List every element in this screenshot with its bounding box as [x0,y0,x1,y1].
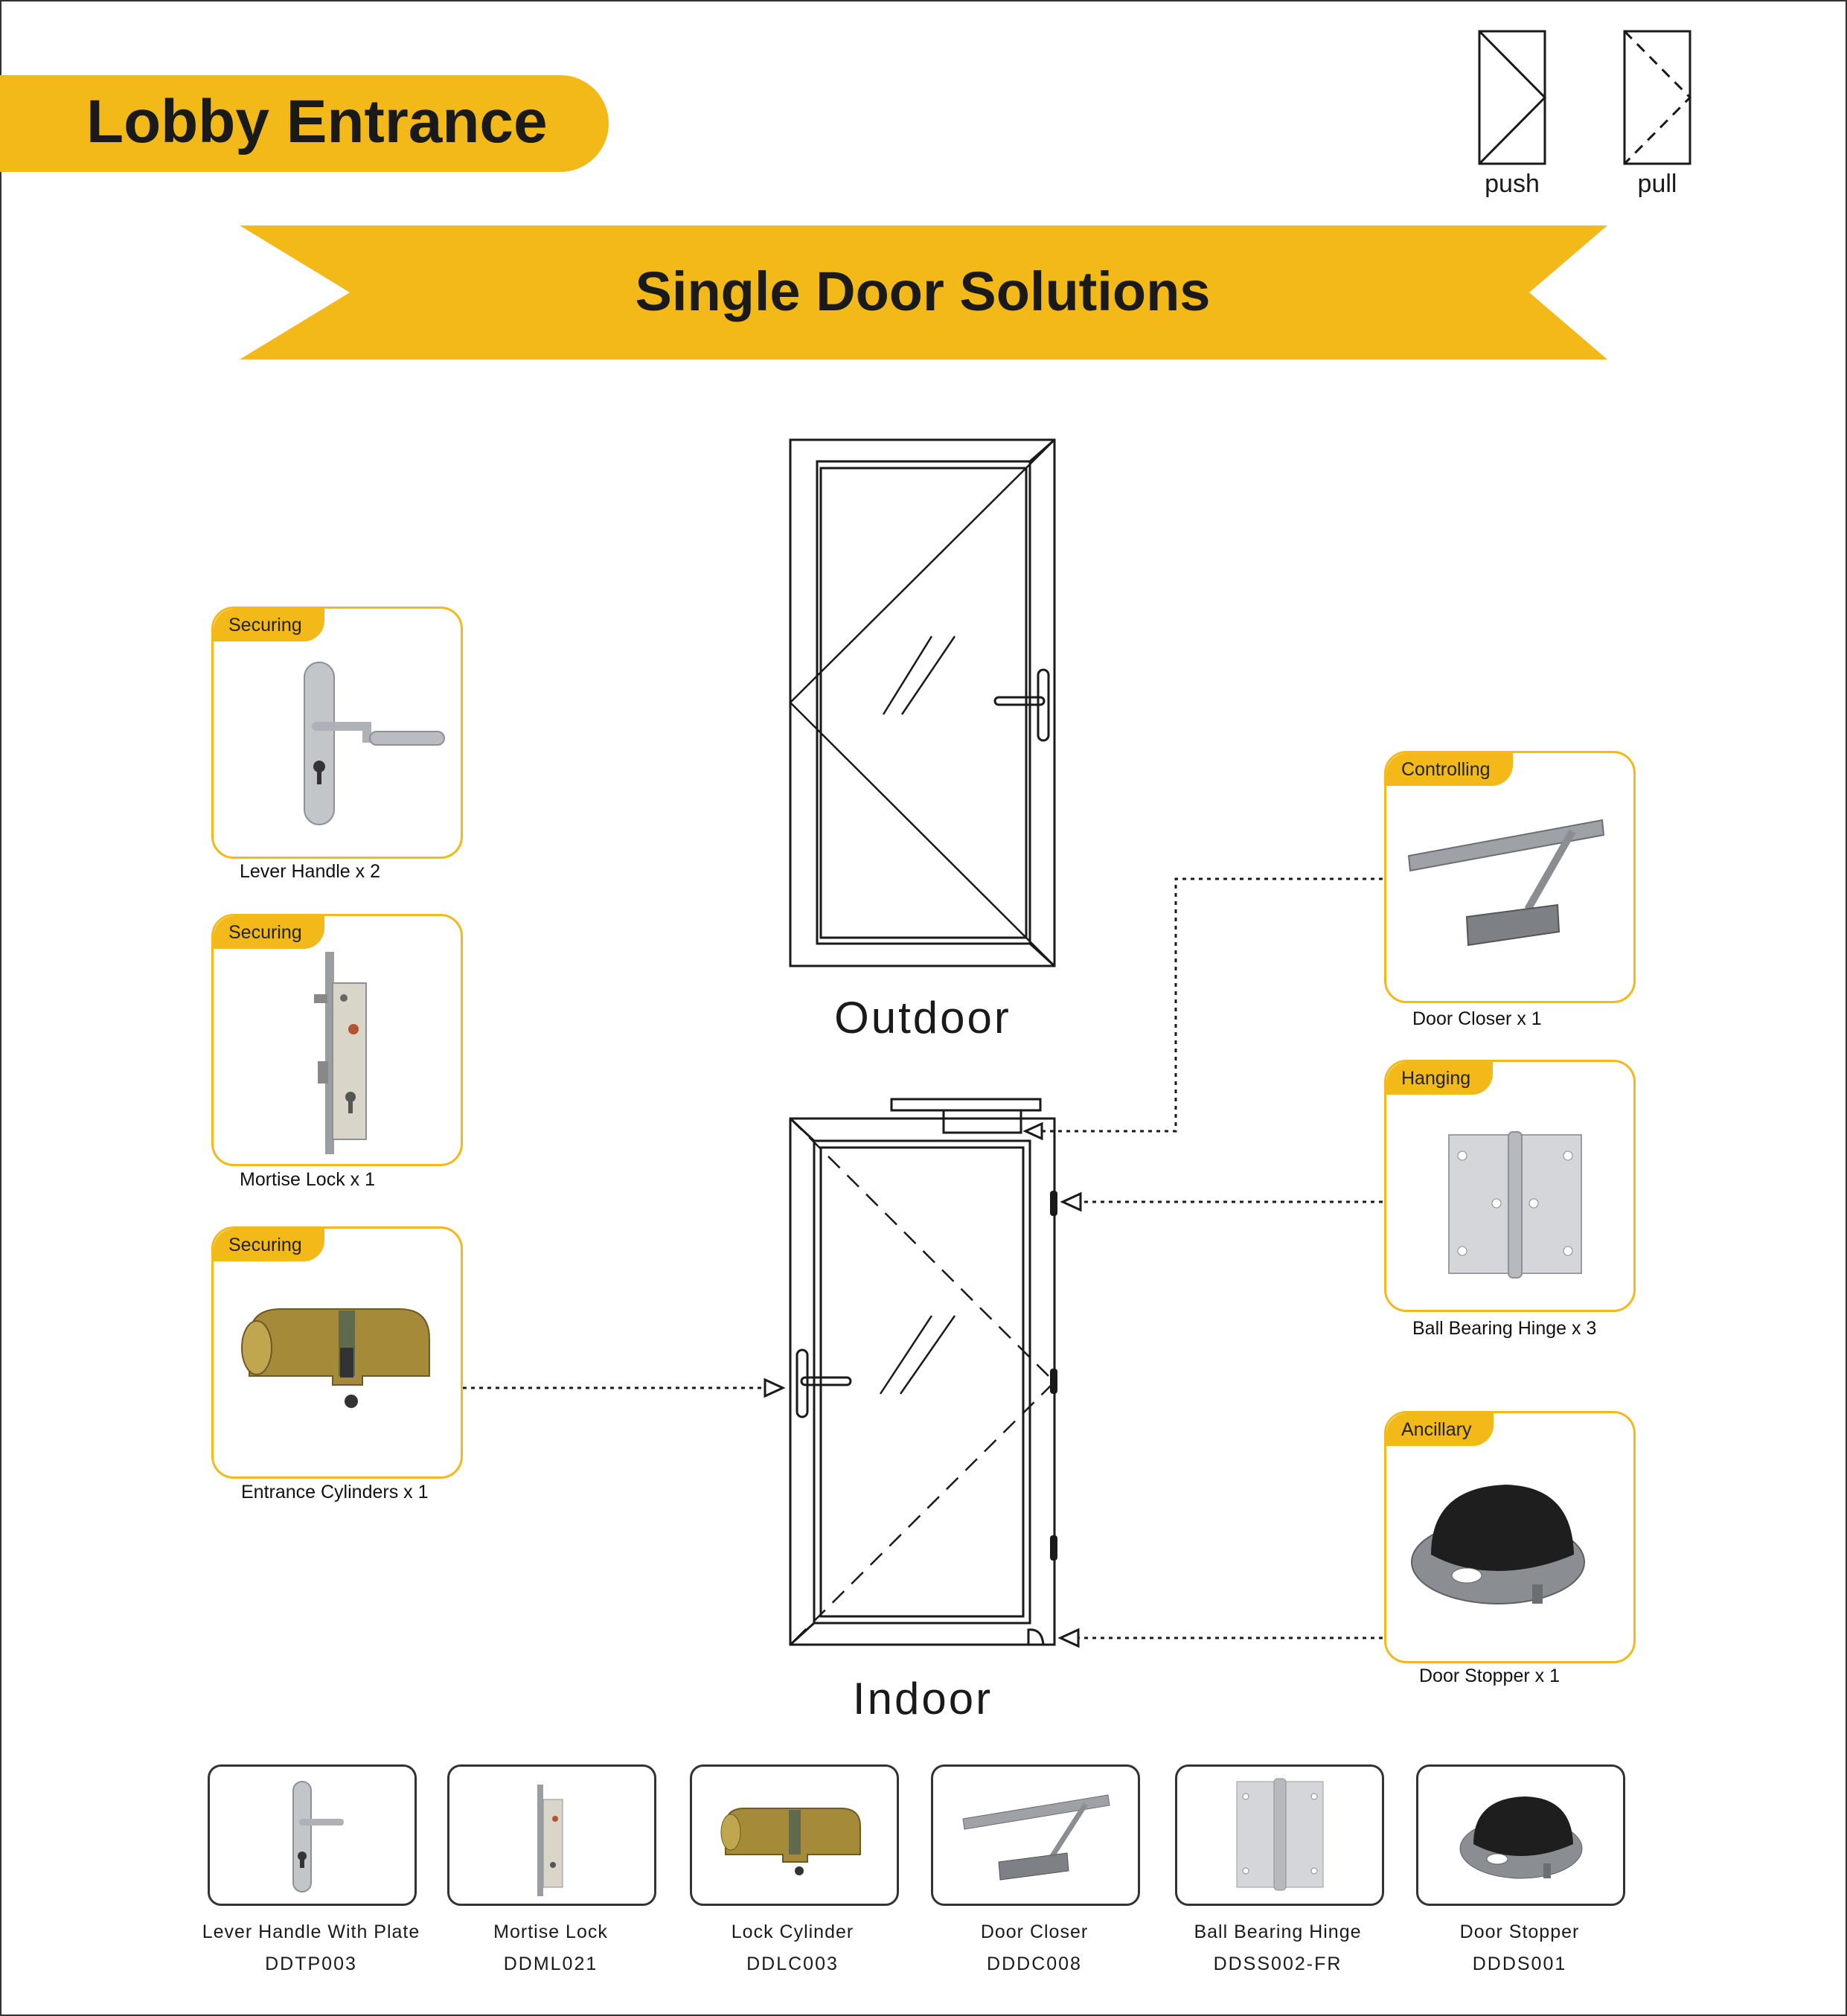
product-card[interactable] [1416,1764,1625,1906]
product-card[interactable] [690,1764,899,1906]
product-name: Lock Cylinder [731,1921,854,1942]
product-name: Mortise Lock [493,1921,608,1942]
push-legend-icon [1478,30,1547,165]
product-name: Ball Bearing Hinge [1194,1921,1362,1942]
pull-label: pull [1637,170,1677,198]
door-closer-icon [1407,819,1605,947]
card-caption: Mortise Lock x 1 [240,1169,376,1190]
card-door-closer[interactable]: Controlling [1384,751,1636,1003]
outdoor-door [789,438,1056,967]
outdoor-label: Outdoor [834,993,1011,1043]
card-caption: Lever Handle x 2 [240,861,381,882]
push-label: push [1485,170,1540,198]
banner-title: Single Door Solutions [635,260,1211,322]
card-door-stopper[interactable]: Ancillary [1384,1411,1636,1663]
card-lever-handle[interactable]: Securing [211,607,463,859]
card-hinge[interactable]: Hanging [1384,1060,1636,1312]
connector-lines [463,877,1383,1639]
product-name: Lever Handle With Plate [202,1921,420,1942]
door-stopper-icon [1459,1796,1583,1879]
hinge-icon [1236,1778,1324,1891]
indoor-label: Indoor [852,1674,993,1724]
product-card[interactable] [931,1764,1140,1906]
title-pill [0,75,609,172]
product-name: Door Closer [980,1921,1089,1942]
card-caption: Door Closer x 1 [1412,1008,1542,1029]
card-entrance-cylinder[interactable]: Securing [211,1226,463,1479]
card-caption: Door Stopper x 1 [1419,1665,1560,1686]
product-card[interactable] [447,1764,656,1906]
card-tag: Controlling [1386,753,1513,786]
product-code: DDSS002-FR [1213,1953,1342,1974]
door-closer-icon [962,1794,1110,1881]
card-caption: Ball Bearing Hinge x 3 [1412,1318,1597,1339]
product-code: DDTP003 [265,1953,357,1974]
banner-ribbon [240,225,1607,359]
pull-legend-icon [1623,30,1692,165]
product-code: DDML021 [503,1953,598,1974]
product-code: DDDC008 [987,1953,1082,1974]
indoor-door [789,1098,1056,1646]
card-tag: Securing [214,1229,324,1261]
page-title: Lobby Entrance [86,88,548,156]
mortise-lock-icon [314,952,367,1154]
card-caption: Entrance Cylinders x 1 [241,1482,429,1503]
hinge-icon [1448,1131,1582,1279]
product-card[interactable] [1175,1764,1384,1906]
card-tag: Hanging [1386,1062,1494,1095]
mortise-lock-icon [537,1785,563,1896]
lever-handle-icon [292,1781,344,1892]
hinge-marks [1050,1191,1057,1561]
card-tag: Securing [214,916,324,949]
product-card[interactable] [208,1764,417,1906]
card-mortise-lock[interactable]: Securing [211,914,463,1166]
connector-arrowheads [764,1121,1082,1648]
product-code: DDLC003 [746,1953,839,1974]
card-tag: Securing [214,609,324,641]
card-tag: Ancillary [1386,1413,1494,1446]
lock-cylinder-icon [241,1308,430,1408]
product-name: Door Stopper [1459,1921,1580,1942]
lever-handle-icon [304,662,445,825]
lock-cylinder-icon [720,1808,861,1875]
product-code: DDDS001 [1472,1953,1567,1974]
door-stopper-icon [1411,1485,1585,1604]
